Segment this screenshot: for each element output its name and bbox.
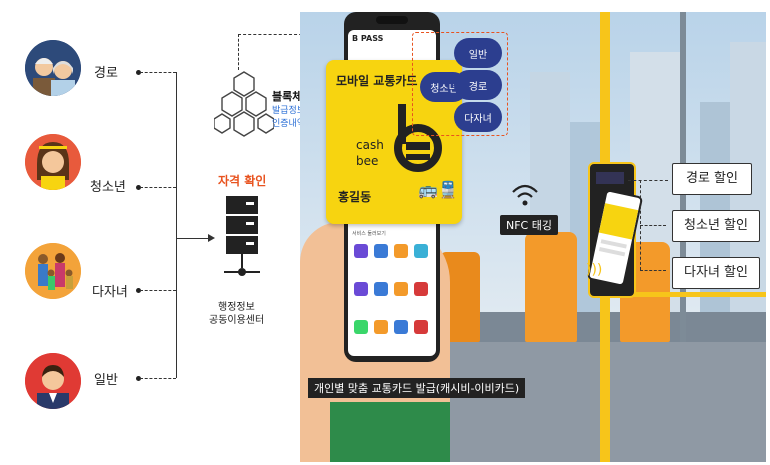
caption: 개인별 맞춤 교통카드 발급(캐시비-이비카드)	[308, 378, 526, 398]
group-label: 다자녀	[92, 285, 128, 300]
blockchain-icon	[213, 70, 275, 142]
app-icon[interactable]	[374, 320, 388, 334]
app-icon[interactable]	[374, 282, 388, 296]
menu-option[interactable]: 경로	[454, 70, 502, 100]
discount-badge: 다자녀 할인	[672, 257, 760, 289]
discount-badge: 청소년 할인	[672, 210, 760, 242]
wifi-icon	[510, 182, 540, 208]
discount-connector	[628, 180, 668, 181]
card-title: 모바일 교통카드	[336, 74, 418, 88]
server-title: 공동이용센터	[209, 315, 265, 326]
connector-dot	[136, 376, 141, 381]
app-icon[interactable]	[394, 244, 408, 258]
app-icon[interactable]	[414, 244, 428, 258]
brand-text: bee	[356, 154, 379, 168]
discount-connector	[640, 270, 666, 271]
bus-icon: 🚌	[418, 180, 438, 199]
phone-notch	[376, 16, 408, 24]
connector-dot	[136, 185, 141, 190]
app-icon[interactable]	[394, 320, 408, 334]
app-icon[interactable]	[394, 282, 408, 296]
service-title: 서비스 둘러보기	[352, 231, 386, 237]
bus-seat	[525, 232, 577, 342]
verification-label: 자격 확인	[218, 174, 267, 188]
blockchain-desc: 인증내역 저장	[272, 119, 325, 129]
blockchain-connector	[238, 34, 239, 70]
app-icon[interactable]	[414, 320, 428, 334]
blockchain-connector	[238, 34, 348, 35]
card-holder: 홍길동	[338, 190, 372, 204]
connector-dot	[136, 70, 141, 75]
menu-option[interactable]: 일반	[454, 38, 502, 68]
group-label: 경로	[94, 66, 118, 81]
blockchain-desc: 발급정보,	[272, 106, 308, 116]
terminal-screen	[596, 172, 624, 184]
contactless-icon: )))	[586, 262, 603, 278]
app-icon[interactable]	[354, 282, 368, 296]
server-title: 행정정보	[218, 302, 255, 313]
app-icon[interactable]	[374, 244, 388, 258]
train-icon: 🚆	[438, 180, 458, 199]
brand-text: cash	[356, 138, 384, 152]
app-icon[interactable]	[354, 320, 368, 334]
arrow-right-icon	[208, 234, 215, 242]
category-menu	[412, 32, 508, 136]
app-icon[interactable]	[354, 244, 368, 258]
group-label: 청소년	[90, 180, 126, 195]
nfc-label: NFC 태깅	[500, 215, 558, 235]
discount-badge: 경로 할인	[672, 163, 752, 195]
server-icon	[222, 194, 262, 284]
bus-handrail	[610, 292, 766, 297]
connector-dot	[136, 288, 141, 293]
connector-line	[140, 187, 176, 188]
menu-option[interactable]: 다자녀	[454, 102, 502, 132]
youth-girl-icon	[25, 134, 81, 190]
connector-line	[140, 290, 176, 291]
connector-line	[140, 378, 176, 379]
elderly-couple-icon	[25, 40, 81, 96]
group-label: 일반	[94, 373, 118, 388]
discount-connector	[640, 225, 666, 226]
sleeve	[330, 402, 450, 462]
connector-line	[140, 72, 176, 73]
family-icon	[25, 243, 81, 299]
app-icon[interactable]	[414, 282, 428, 296]
cashbee-logo	[384, 104, 444, 174]
bracket-arrow-line	[176, 238, 210, 239]
businessman-icon	[25, 353, 81, 409]
bracket-line	[176, 72, 177, 378]
app-name: B PASS	[352, 34, 384, 43]
